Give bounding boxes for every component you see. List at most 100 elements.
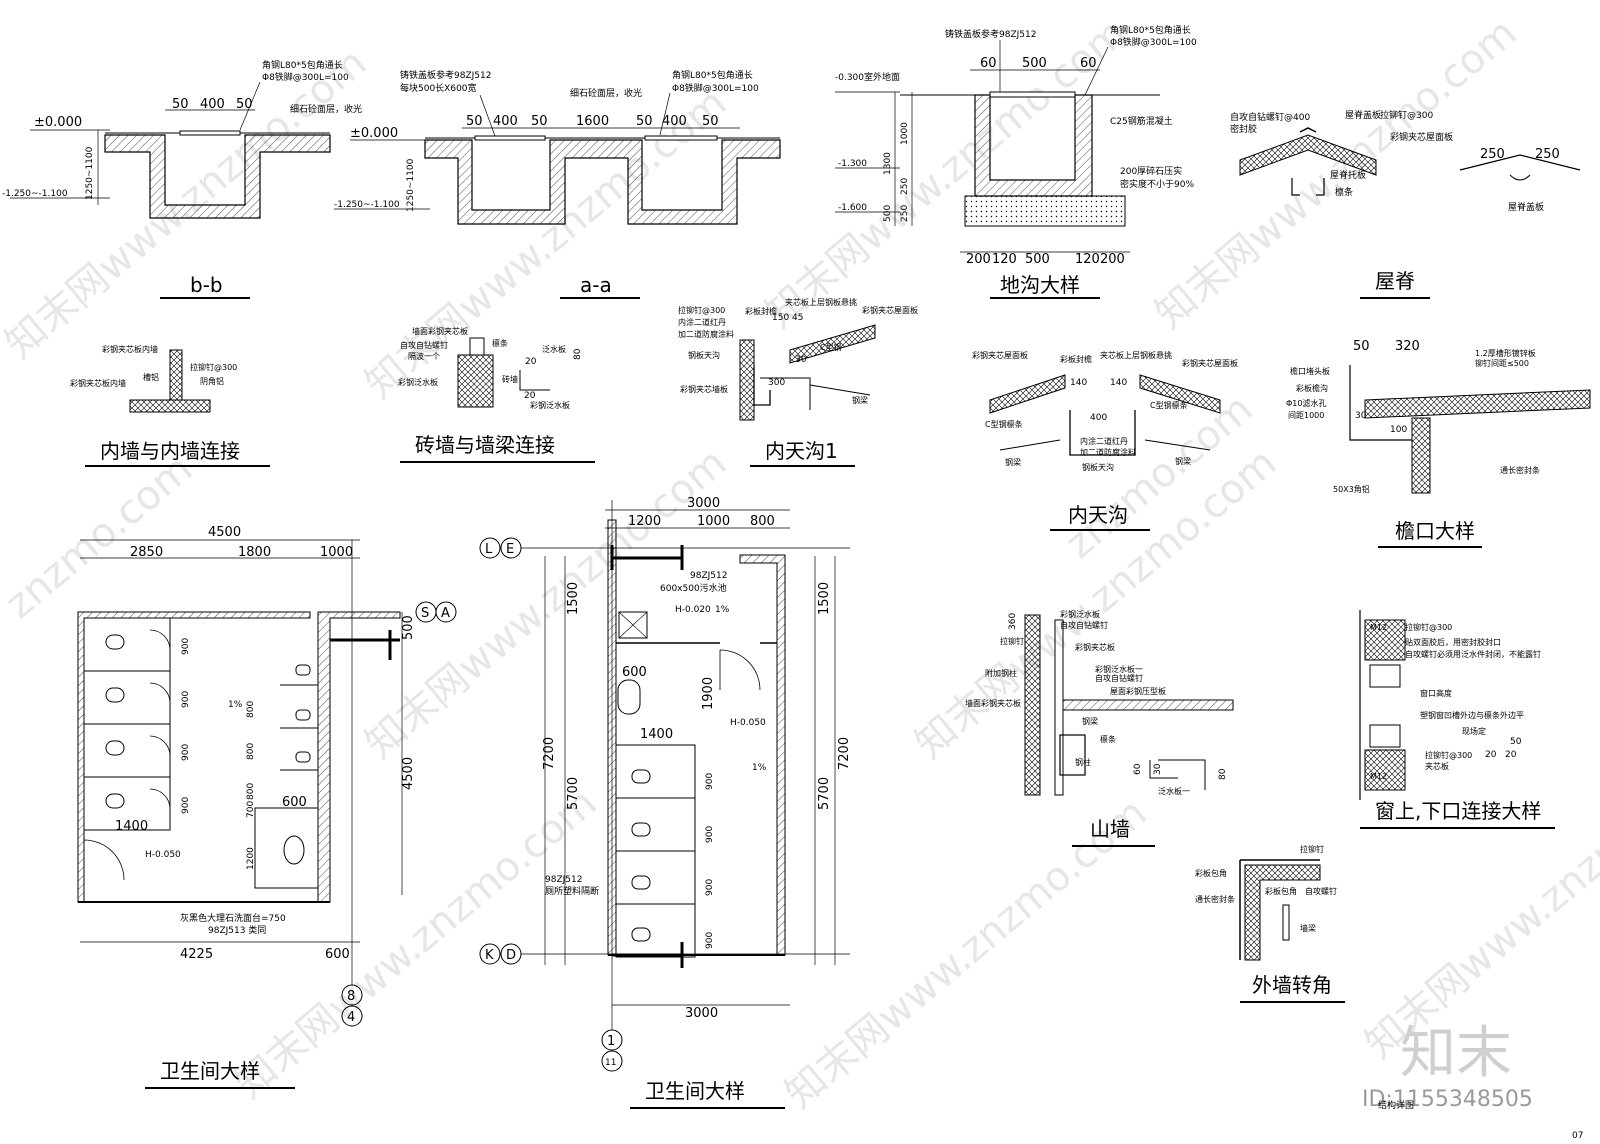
toilet-right-axis: 11 bbox=[605, 1058, 616, 1068]
inner-wall-note: 拉铆钉@300 bbox=[190, 362, 237, 372]
toilet-left-slope: 1% bbox=[228, 700, 243, 710]
id-watermark: ID:1155348505 bbox=[1362, 1087, 1533, 1112]
aa-dim: 400 bbox=[662, 114, 687, 129]
detail-inner-gutter-1: 拉铆钉@300 内涂二道红丹 加二道防腐涂料 彩板封檐 夹芯板上层钢板悬挑 彩钢… bbox=[678, 297, 918, 467]
eave-dim: 30 bbox=[1355, 411, 1367, 421]
window-note: 拉铆钉@300 bbox=[1405, 622, 1452, 632]
gutter-note: 钢梁 bbox=[1175, 456, 1191, 466]
gable-note: 泛水板一 bbox=[1158, 786, 1190, 796]
gable-note: 墙面彩钢夹芯板 bbox=[965, 698, 1021, 708]
gable-note: 拉铆钉 bbox=[1000, 636, 1024, 646]
sheet-name: 结构详图 bbox=[1378, 1099, 1414, 1111]
trench-vdim: 1000 bbox=[900, 122, 910, 145]
toilet-right-dim-misc: 1900 bbox=[701, 677, 716, 710]
bb-vdim: 1250~1100 bbox=[85, 146, 95, 200]
toilet-right-left-dim: 5700 bbox=[566, 777, 581, 810]
gutter1-note: 彩板封檐 bbox=[745, 306, 777, 316]
trench-level: -1.300 bbox=[838, 159, 867, 169]
trench-bottom-dim: 120 bbox=[1075, 252, 1100, 267]
aa-dim: 50 bbox=[531, 114, 548, 129]
trench-vdim: 250 bbox=[900, 178, 910, 195]
trench-bottom-dim: 120 bbox=[992, 252, 1017, 267]
brick-note: 檩条 bbox=[492, 338, 508, 348]
toilet-right-dim-misc: 600 bbox=[622, 665, 647, 680]
toilet-left-right-dim: 4500 bbox=[401, 757, 416, 790]
ridge-note: 屋脊托板 bbox=[1330, 169, 1366, 181]
gutter1-dim: 45 bbox=[792, 313, 803, 323]
aa-note: 每块500长X600宽 bbox=[400, 82, 477, 94]
toilet-left-dim: 1800 bbox=[238, 545, 271, 560]
detail-window: M12 拉铆钉@300 贴双面胶后，用密封胶封口 自攻螺钉必须用泛水件封闭，不能… bbox=[1359, 610, 1555, 829]
toilet-right-axis: L bbox=[485, 542, 493, 557]
detail-eave: 50 320 30 100 1.2厚槽形镀锌板 铆钉间距≤500 檐口堵头板 彩… bbox=[1286, 339, 1591, 548]
title-corner: 外墙转角 bbox=[1252, 973, 1332, 997]
eave-note: 通长密封条 bbox=[1500, 465, 1540, 475]
toilet-left-inner-dim: 800 bbox=[246, 701, 256, 718]
footer: 知末 ID:1155348505 结构详图 07 bbox=[1362, 1021, 1583, 1141]
toilet-right-level: H-0.050 bbox=[730, 718, 766, 728]
toilet-right-axis: 1 bbox=[607, 1034, 615, 1049]
toilet-left-dim-misc: 600 bbox=[282, 795, 307, 810]
toilet-left-inner-dim: 700 bbox=[246, 801, 256, 818]
trench-vdim: 250 bbox=[900, 205, 910, 222]
trench-top-dim: 60 bbox=[980, 56, 997, 71]
section-bb: 50 400 50 角钢L80*5包角通长 Φ8铁脚@300L=100 细石砼面… bbox=[2, 59, 362, 299]
toilet-left-dim: 2850 bbox=[130, 545, 163, 560]
brick-note: 泛水板 bbox=[542, 344, 566, 354]
gable-dim: 360 bbox=[1008, 613, 1018, 630]
toilet-left-dim: 4500 bbox=[208, 525, 241, 540]
ridge-note: 屋脊盖板 bbox=[1508, 201, 1544, 213]
aa-vdim: 1250~1100 bbox=[406, 158, 416, 212]
gutter1-note: 彩钢夹芯墙板 bbox=[680, 384, 728, 394]
brick-note: 墙面彩钢夹芯板 bbox=[412, 326, 468, 336]
window-note: 窗口高度 bbox=[1420, 688, 1452, 698]
toilet-left-inner-dim: 1200 bbox=[246, 847, 256, 870]
window-note: 拉铆钉@300 bbox=[1425, 750, 1472, 760]
title-gable: 山墙 bbox=[1090, 817, 1130, 841]
gutter1-dim: 30 bbox=[795, 355, 807, 365]
trench-vdim: 500 bbox=[883, 205, 893, 222]
aa-level: -1.250~-1.100 bbox=[334, 200, 400, 210]
trench-top-dim: 500 bbox=[1022, 56, 1047, 71]
gutter-note: C型钢檩条 bbox=[1150, 400, 1188, 410]
gable-note: 附加钢柱 bbox=[985, 668, 1017, 678]
aa-dim: 1600 bbox=[576, 114, 609, 129]
bb-dim: 50 bbox=[172, 97, 189, 112]
gable-note: 钢柱 bbox=[1075, 757, 1091, 767]
toilet-left-axis: 8 bbox=[347, 989, 355, 1004]
gutter-note: 加二道防腐涂料 bbox=[1080, 447, 1136, 457]
ridge-note: 檩条 bbox=[1335, 186, 1353, 198]
corner-note: 墙梁 bbox=[1300, 923, 1316, 933]
inner-wall-note: 彩钢夹芯板内墙 bbox=[102, 344, 158, 354]
ridge-note: 自攻自钻螺钉@400 bbox=[1230, 111, 1310, 123]
gable-dim: 60 bbox=[1133, 763, 1143, 775]
window-note: 塑钢窗凹槽外边与檩条外边平 bbox=[1420, 710, 1524, 720]
watermark-url: 知末网www.znzmo.com bbox=[0, 40, 375, 368]
gutter-note: 夹芯板上层钢板悬挑 bbox=[1100, 350, 1172, 360]
eave-note: 1.2厚槽形镀锌板 bbox=[1475, 348, 1536, 358]
toilet-right-left-dim: 7200 bbox=[542, 737, 557, 770]
gable-dim: 80 bbox=[1218, 768, 1228, 780]
detail-inner-wall: 彩钢夹芯板内墙 拉铆钉@300 彩钢夹芯板内墙 槽铝 阴角铝 内墙与内墙连接 bbox=[70, 344, 270, 467]
toilet-right-note: 厕所塑料隔断 bbox=[545, 885, 599, 897]
window-dim: 20 bbox=[1505, 750, 1517, 760]
gable-note: 屋面彩钢压型板 bbox=[1110, 686, 1166, 696]
gutter-dim: 140 bbox=[1070, 378, 1087, 388]
eave-dim: 320 bbox=[1395, 339, 1420, 354]
brick-dim: 80 bbox=[573, 348, 583, 360]
toilet-left-bottom-dim: 600 bbox=[325, 947, 350, 962]
brick-note: 彩钢泛水板 bbox=[530, 400, 570, 410]
eave-dim: 50 bbox=[1353, 339, 1370, 354]
ridge-dim: 250 bbox=[1535, 147, 1560, 162]
toilet-right-dim-misc: 1400 bbox=[640, 727, 673, 742]
gutter-note: 彩板封檐 bbox=[1060, 354, 1092, 364]
eave-note: 彩板檐沟 bbox=[1296, 383, 1328, 393]
toilet-right-level: H-0.020 bbox=[675, 605, 711, 615]
gutter-note: 钢板天沟 bbox=[1082, 462, 1114, 472]
inner-wall-note: 彩钢夹芯板内墙 bbox=[70, 378, 126, 388]
bb-level: -1.250~-1.100 bbox=[2, 189, 68, 199]
toilet-right-slope: 1% bbox=[715, 605, 730, 615]
window-note: 夹芯板 bbox=[1425, 761, 1449, 771]
brick-note: 隔波一个 bbox=[408, 351, 440, 361]
